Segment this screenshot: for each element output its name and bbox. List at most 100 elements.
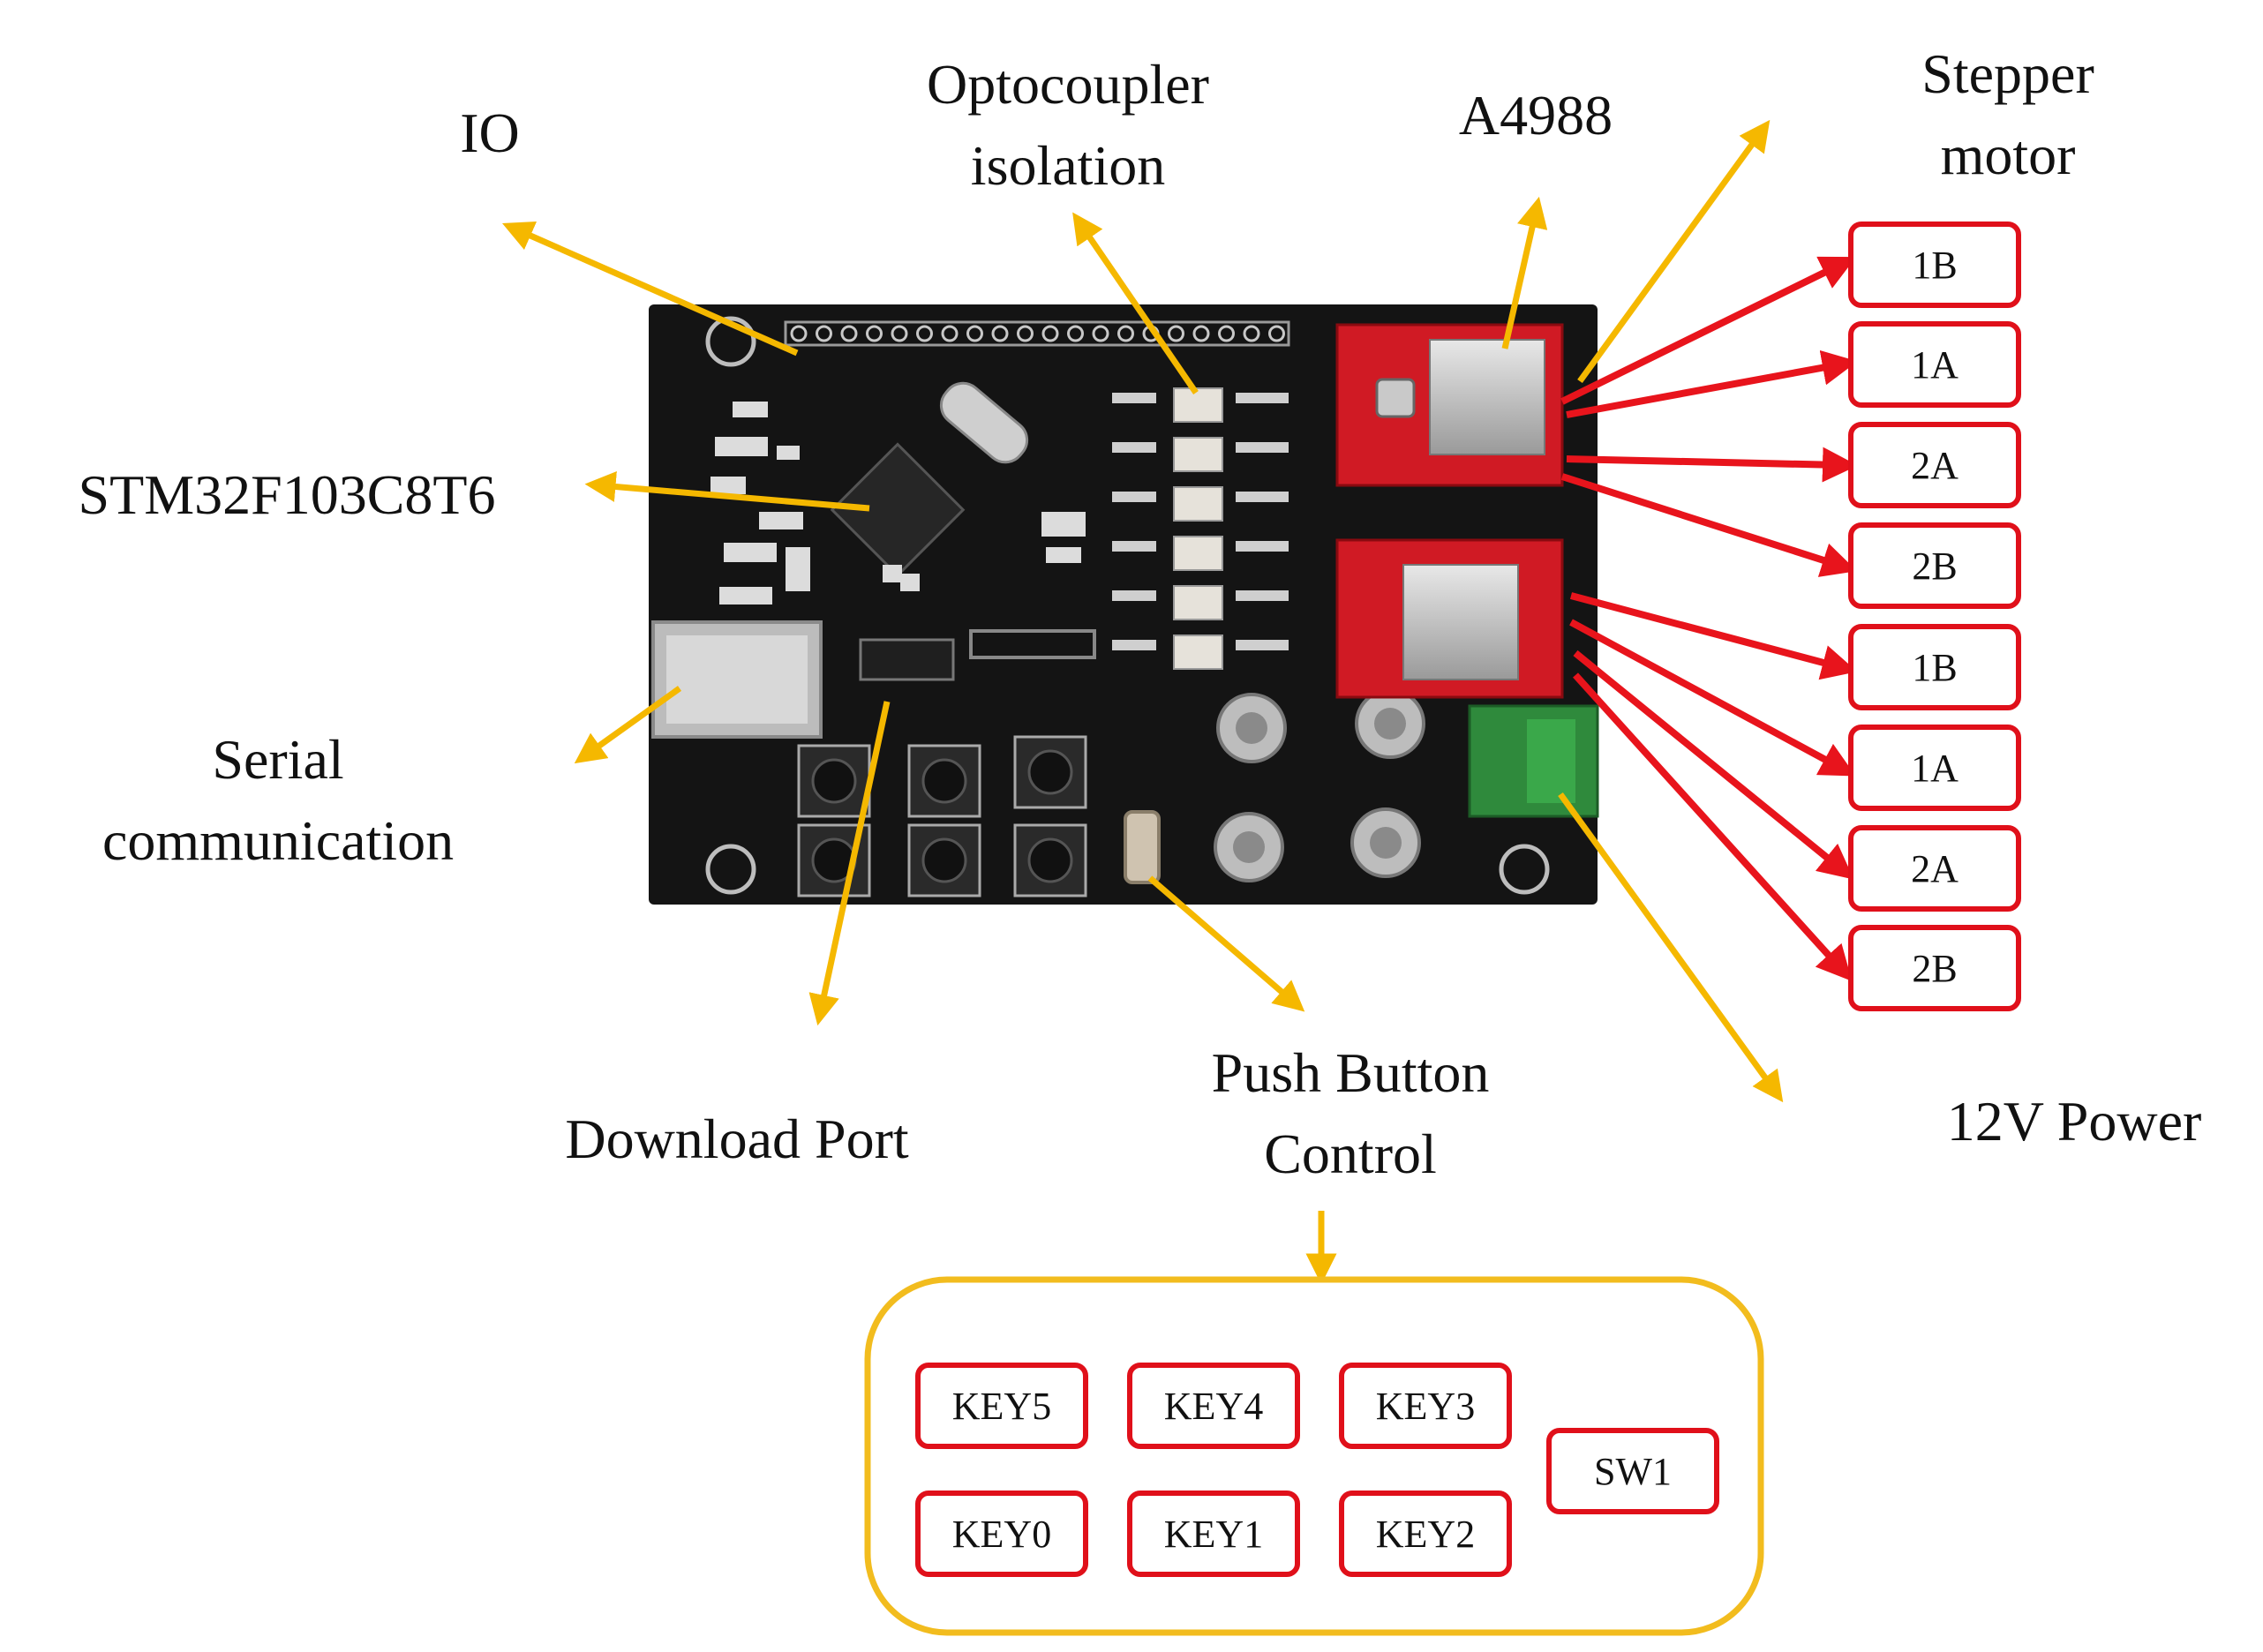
io-pin (816, 325, 832, 342)
key-frame (915, 1363, 1088, 1449)
resistor (1236, 590, 1289, 601)
resistor (1236, 442, 1289, 453)
resistor (1236, 393, 1289, 403)
key-frame (1546, 1428, 1719, 1514)
motor-pin-frame (1848, 925, 2021, 1011)
key-box: KEY3 (1339, 1363, 1512, 1449)
arrow-serial (574, 686, 682, 764)
motor-pin-box: 1A (1848, 725, 2021, 811)
motor-pin-label: 2B (1912, 544, 1957, 588)
arrow-download-port (808, 701, 891, 1026)
a4988-driver-top (1335, 323, 1564, 487)
io-pin (941, 325, 959, 342)
label-serial: Serial communication (101, 728, 455, 872)
io-pin (866, 325, 883, 342)
io-pin (891, 325, 908, 342)
motor-pin-arrow (1566, 349, 1858, 418)
arrow-stepper-motor (1577, 119, 1771, 384)
arrow-power (1558, 792, 1784, 1103)
capacitor-top (1370, 827, 1402, 859)
motor-pin-label: 2A (1911, 847, 1959, 890)
push-button-cap (921, 758, 967, 804)
label-a4988: A4988 (1458, 84, 1613, 146)
resistor (1236, 492, 1289, 502)
key-box: KEY1 (1127, 1491, 1300, 1577)
motor-pin-box: 1B (1848, 624, 2021, 710)
optocoupler (1173, 387, 1223, 423)
capacitor-top (1233, 831, 1265, 863)
label-arrows (501, 119, 1784, 1285)
motor-pin-arrow (1560, 473, 1858, 577)
resistor (1112, 640, 1156, 650)
key-frame (915, 1491, 1088, 1577)
push-button-cap (1027, 837, 1073, 883)
motor-pin-arrow (1560, 256, 1856, 405)
io-header-outline (784, 320, 1290, 347)
io-pin (1168, 325, 1184, 342)
mcu-chip (830, 442, 966, 578)
resistor (1112, 393, 1156, 403)
io-pin (840, 325, 858, 342)
push-button-cap (811, 758, 857, 804)
key-panel-frame (864, 1276, 1764, 1636)
motor-pin-frame (1848, 522, 2021, 609)
key-label: KEY2 (1376, 1513, 1475, 1556)
power-terminal-screw (1527, 719, 1575, 803)
mount-hole (705, 316, 756, 367)
optocoupler (1173, 635, 1223, 670)
key-label: KEY5 (952, 1385, 1051, 1428)
key-box: KEY0 (915, 1491, 1088, 1577)
io-header (784, 320, 1290, 347)
mount-hole (1499, 844, 1550, 895)
key-label: KEY3 (1376, 1385, 1475, 1428)
smd-parts (710, 402, 1086, 604)
push-button-cap (1027, 749, 1073, 795)
arrow-push-button (1147, 875, 1305, 1012)
key-label: KEY4 (1164, 1385, 1263, 1428)
io-pin (1218, 325, 1235, 342)
resistor (1112, 442, 1156, 453)
key-box: KEY5 (915, 1363, 1088, 1449)
io-pin (1017, 325, 1034, 342)
motor-pin-frame (1848, 321, 2021, 408)
optocoupler (1173, 437, 1223, 472)
resistor (1236, 640, 1289, 650)
capacitor-top (1374, 708, 1406, 740)
optocoupler (1173, 536, 1223, 571)
label-io: IO (460, 101, 520, 164)
a4988-driver-bottom (1335, 538, 1564, 699)
usb-inner (666, 635, 808, 724)
key-frame (1339, 1491, 1512, 1577)
arrow-io (501, 222, 799, 357)
key-frame (1127, 1363, 1300, 1449)
motor-pin-label: 1B (1912, 244, 1957, 287)
push-button-cap (921, 837, 967, 883)
motor-pin-label: 1A (1911, 343, 1959, 387)
key-box: SW1 (1546, 1428, 1719, 1514)
power-switch (1124, 810, 1161, 884)
pin-header (969, 629, 1096, 659)
key-frame (1127, 1491, 1300, 1577)
io-pin (916, 325, 933, 342)
motor-pin-arrow (1569, 592, 1858, 680)
optocoupler (1173, 486, 1223, 522)
io-pin (991, 325, 1009, 342)
motor-pin-list: 1B 1A 2A 2B 1B 1A 2A 2B (1848, 222, 2021, 1011)
motor-pin-frame (1848, 725, 2021, 811)
mount-hole (705, 844, 756, 895)
label-power: 12V Power (1946, 1090, 2202, 1153)
label-optocoupler: Optocoupler isolation (927, 53, 1209, 197)
optocoupler-array (1112, 387, 1289, 670)
motor-pin-box: 2B (1848, 925, 2021, 1011)
label-mcu: STM32F103C8T6 (78, 463, 496, 526)
motor-pin-frame (1848, 222, 2021, 308)
motor-pin-label: 2A (1911, 444, 1959, 487)
key-label: KEY1 (1164, 1513, 1263, 1556)
key-box: KEY4 (1127, 1363, 1300, 1449)
io-pin (1268, 325, 1285, 342)
arrow-mcu (584, 471, 870, 512)
